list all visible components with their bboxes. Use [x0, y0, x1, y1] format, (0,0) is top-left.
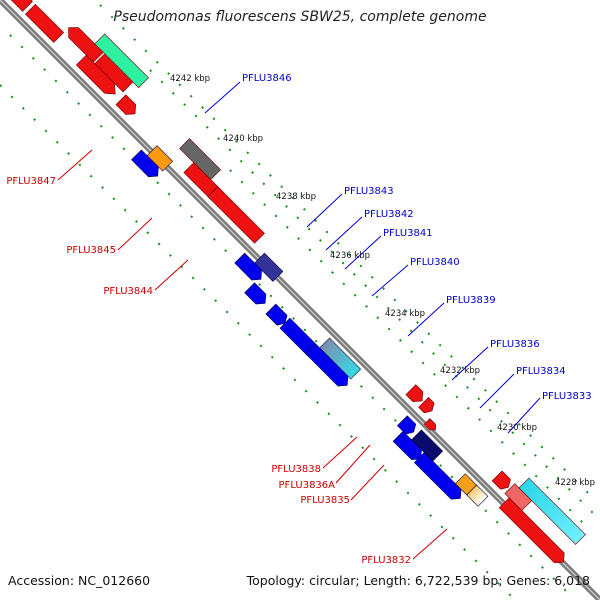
- gene-arrow-pflu3833[interactable]: [392, 430, 426, 464]
- gene-label-pflu3835[interactable]: PFLU3835: [300, 495, 350, 506]
- scale-labels: 4242 kbp 4240 kbp 4238 kbp 4236 kbp 4234…: [170, 74, 595, 488]
- gene-arrow-pflu3846[interactable]: [131, 149, 163, 181]
- gene-label-pflu3834[interactable]: PFLU3834: [516, 366, 566, 377]
- inner-track-line-1: [9, 34, 576, 600]
- gene-block-reverse[interactable]: [2, 0, 33, 12]
- gene-arrow-forward[interactable]: [413, 452, 465, 504]
- gene-label-pflu3833[interactable]: PFLU3833: [542, 391, 592, 402]
- genome-summary: Topology: circular; Length: 6,722,539 bp…: [246, 573, 590, 588]
- reverse-gene-labels: PFLU3847 PFLU3845 PFLU3844 PFLU3838 PFLU…: [6, 176, 411, 566]
- gene-block-pflu3843[interactable]: [254, 252, 284, 282]
- reverse-leaders: [57, 149, 448, 560]
- scale-label: 4240 kbp: [223, 134, 263, 144]
- gene-label-pflu3843[interactable]: PFLU3843: [344, 186, 394, 197]
- gene-label-pflu3839[interactable]: PFLU3839: [446, 295, 496, 306]
- gene-arrow-pflu3841[interactable]: [244, 282, 270, 308]
- gene-arrow-reverse[interactable]: [498, 497, 568, 567]
- scale-label: 4232 kbp: [440, 366, 480, 376]
- inner-track-line-2: [0, 84, 516, 600]
- gene-arrow-pflu3838[interactable]: [405, 384, 427, 406]
- gene-label-pflu3842[interactable]: PFLU3842: [364, 209, 414, 220]
- gene-label-pflu3836a[interactable]: PFLU3836A: [279, 480, 336, 491]
- gene-label-pflu3847[interactable]: PFLU3847: [6, 176, 56, 187]
- reverse-strand-genes: [2, 0, 586, 567]
- forward-strand-genes: [131, 145, 489, 507]
- scale-label: 4230 kbp: [497, 423, 537, 433]
- scale-label: 4242 kbp: [170, 74, 210, 84]
- gene-arrow-pflu3836[interactable]: [396, 415, 418, 437]
- gene-block-reverse[interactable]: [518, 477, 586, 545]
- gene-arrow-pflu3842[interactable]: [234, 252, 266, 284]
- gene-arrow-reverse[interactable]: [491, 470, 513, 492]
- gene-label-pflu3844[interactable]: PFLU3844: [103, 286, 153, 297]
- gene-arrow-forward[interactable]: [305, 343, 352, 391]
- gene-arrow-reverse[interactable]: [115, 94, 140, 119]
- gene-block-pflu3834[interactable]: [411, 429, 444, 462]
- scale-label: 4236 kbp: [330, 251, 370, 261]
- gene-block-forward[interactable]: [466, 484, 489, 507]
- gene-block-pflu3844[interactable]: [207, 186, 265, 244]
- scale-label: 4228 kbp: [555, 478, 595, 488]
- track-line-a: [149, 69, 596, 516]
- gene-label-pflu3845[interactable]: PFLU3845: [66, 245, 116, 256]
- gene-block-pflu3847[interactable]: [94, 33, 149, 89]
- gene-arrow-pflu3840[interactable]: [265, 303, 290, 328]
- track-line-b: [229, 169, 591, 531]
- gene-label-pflu3838[interactable]: PFLU3838: [271, 464, 321, 475]
- gene-label-pflu3841[interactable]: PFLU3841: [383, 228, 433, 239]
- gene-label-pflu3840[interactable]: PFLU3840: [410, 257, 460, 268]
- gene-label-pflu3832[interactable]: PFLU3832: [361, 555, 411, 566]
- scale-label: 4238 kbp: [276, 192, 316, 202]
- gene-arrow-reverse[interactable]: [75, 54, 120, 99]
- forward-gene-labels: PFLU3846 PFLU3843 PFLU3842 PFLU3841 PFLU…: [242, 73, 592, 402]
- accession-label: Accession: NC_012660: [8, 573, 151, 588]
- forward-leaders: [204, 81, 541, 434]
- gene-label-pflu3836[interactable]: PFLU3836: [490, 339, 540, 350]
- gene-arrow-pflu3836a[interactable]: [418, 396, 437, 415]
- gene-block-reverse[interactable]: [25, 3, 65, 43]
- gene-arrow-pflu3835[interactable]: [423, 418, 438, 433]
- map-title: Pseudomonas fluorescens SBW25, complete …: [113, 9, 487, 25]
- scale-label: 4234 kbp: [385, 309, 425, 319]
- gene-label-pflu3846[interactable]: PFLU3846: [242, 73, 292, 84]
